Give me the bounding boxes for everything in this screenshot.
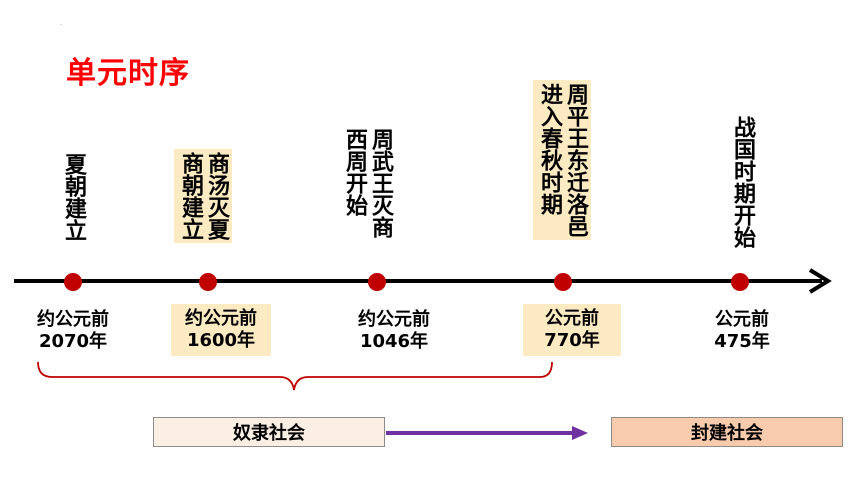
event-chunqiu-col-1: 周平王东迁洛邑	[563, 83, 588, 237]
unit-timeline-title: 单元时序	[66, 56, 190, 91]
feudal-society-box: 封建社会	[611, 417, 843, 447]
event-shang-label: 商汤灭夏 商朝建立	[174, 149, 232, 243]
slave-society-brace	[37, 361, 553, 391]
event-xia-label: 夏朝建立	[61, 153, 86, 241]
date-zhanguo-prefix: 公元前	[715, 309, 769, 330]
event-shang-col-2: 商朝建立	[178, 152, 203, 240]
event-dot-shang	[199, 273, 217, 291]
event-dot-chunqiu	[554, 273, 572, 291]
date-zhanguo-year: 475年	[714, 331, 770, 352]
date-shang-prefix: 约公元前	[185, 308, 257, 329]
transition-arrow-head	[572, 426, 588, 440]
event-zhou-col-1: 周武王灭商	[368, 128, 393, 238]
date-chunqiu: 公元前 770年	[523, 304, 621, 356]
event-shang-col-1: 商汤灭夏	[204, 152, 229, 240]
date-chunqiu-prefix: 公元前	[545, 308, 599, 329]
event-dot-xia	[64, 273, 82, 291]
date-xia: 约公元前 2070年	[22, 309, 124, 353]
event-xia-col-1: 夏朝建立	[61, 153, 86, 241]
event-zhou-col-2: 西周开始	[342, 128, 367, 216]
event-chunqiu-label: 周平王东迁洛邑 进入春秋时期	[533, 80, 591, 240]
event-zhanguo-col-1: 战国时期开始	[730, 116, 755, 248]
event-chunqiu-col-2: 进入春秋时期	[537, 83, 562, 215]
corner-dot: ·	[60, 22, 62, 29]
date-zhou-year: 1046年	[359, 331, 429, 352]
date-chunqiu-year: 770年	[544, 330, 600, 351]
date-xia-prefix: 约公元前	[37, 309, 109, 330]
event-dot-zhou	[368, 273, 386, 291]
slave-society-box: 奴隶社会	[153, 417, 385, 447]
date-shang-year: 1600年	[186, 330, 256, 351]
event-zhanguo-label: 战国时期开始	[730, 116, 755, 248]
date-shang: 约公元前 1600年	[171, 304, 271, 356]
timeline-arrowhead	[808, 268, 832, 294]
date-zhanguo: 公元前 475年	[694, 309, 790, 353]
date-zhou-prefix: 约公元前	[358, 309, 430, 330]
event-dot-zhanguo	[731, 273, 749, 291]
date-zhou: 约公元前 1046年	[342, 309, 446, 353]
event-zhou-label: 周武王灭商 西周开始	[342, 128, 393, 238]
date-xia-year: 2070年	[38, 331, 108, 352]
